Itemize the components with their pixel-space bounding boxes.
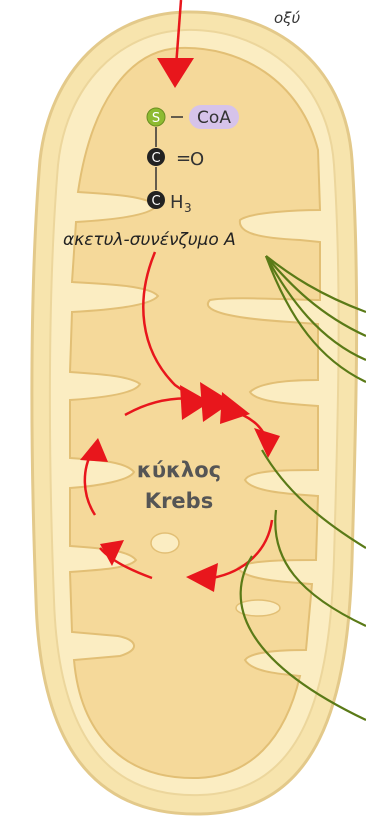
krebs-label-line1: κύκλος (137, 458, 221, 482)
double-bond-label: = (176, 148, 191, 169)
hydrogen-label: H (170, 192, 184, 213)
coa-label: CoA (197, 108, 231, 128)
oxygen-label: O (190, 149, 204, 170)
carbon-label-1: C (151, 151, 160, 166)
matrix-granule (151, 533, 179, 553)
acetyl-coa-label: ακετυλ-συνένζυμο A (63, 230, 236, 250)
carbon-label-2: C (151, 194, 160, 209)
krebs-label-line2: Krebs (145, 489, 213, 513)
sulfur-label: S (152, 111, 160, 126)
subscript-3: 3 (184, 201, 192, 215)
top-fragment-label: οξύ (274, 9, 301, 27)
